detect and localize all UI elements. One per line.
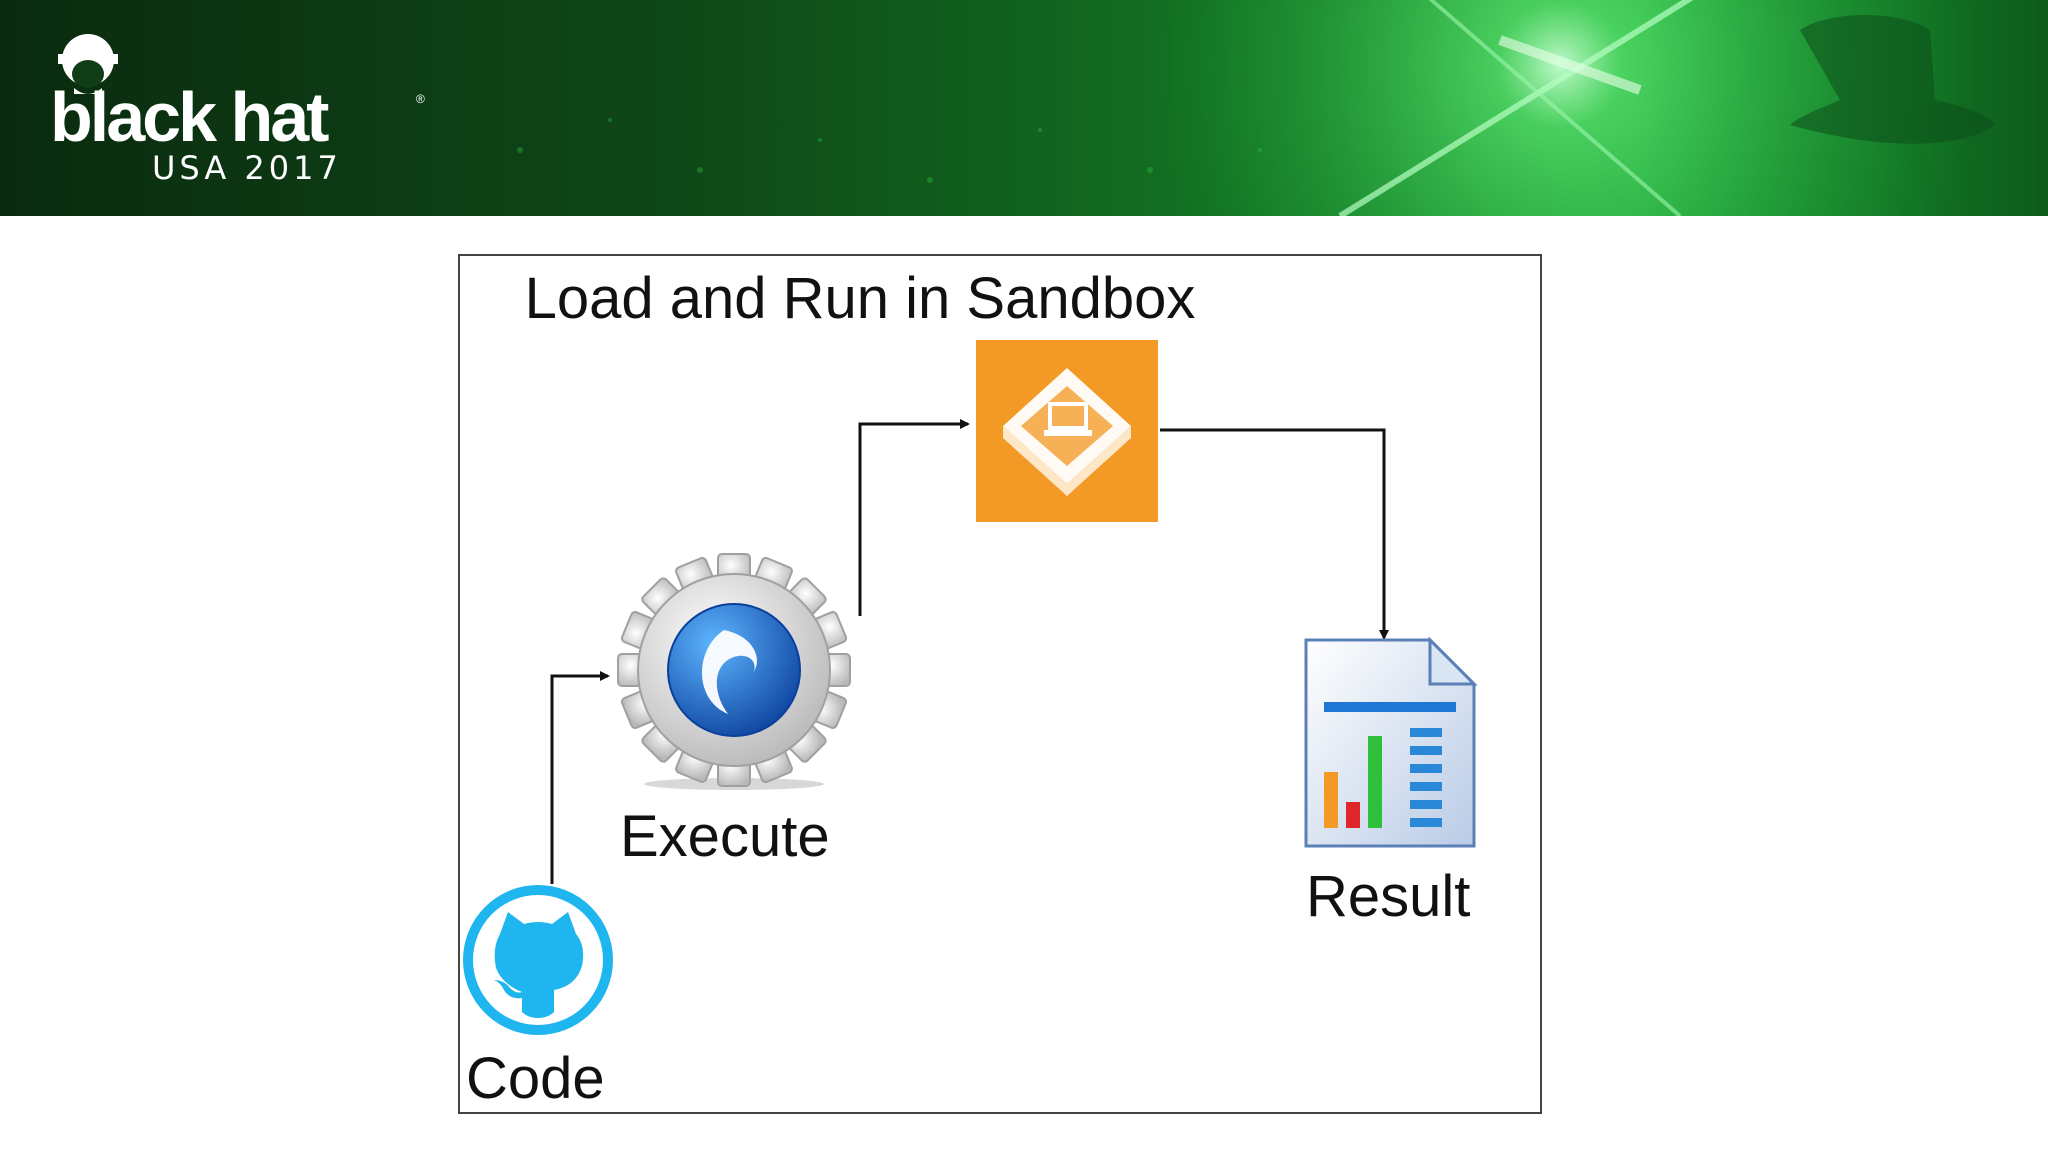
- banner-light-burst: [0, 0, 2048, 216]
- logo-event: USA 2017: [152, 149, 342, 187]
- connector-sandbox-to-result: [1160, 428, 1389, 640]
- connector-execute-to-sandbox: [858, 419, 970, 616]
- logo-registered-mark: ®: [416, 92, 425, 106]
- gear-icon: [617, 553, 851, 790]
- node-label-code: Code: [466, 1046, 605, 1111]
- diagram-title: Load and Run in Sandbox: [524, 266, 1196, 331]
- report-chart-icon: [1304, 636, 1478, 848]
- node-label-result: Result: [1306, 864, 1471, 929]
- logo-wordmark: black hat: [50, 78, 329, 156]
- github-octocat-icon: [463, 885, 613, 1035]
- spy-hat-logo-icon: [58, 34, 118, 94]
- sandbox-instance-icon: [976, 340, 1158, 522]
- diagram-connectors: [550, 419, 1389, 884]
- blackhat-logo: black hat ® USA 2017: [50, 30, 430, 190]
- connector-code-to-execute: [550, 671, 610, 884]
- header-banner: black hat ® USA 2017: [0, 0, 2048, 216]
- node-label-execute: Execute: [620, 804, 830, 869]
- sandbox-diagram: Load and Run in Sandbox: [458, 254, 1542, 1114]
